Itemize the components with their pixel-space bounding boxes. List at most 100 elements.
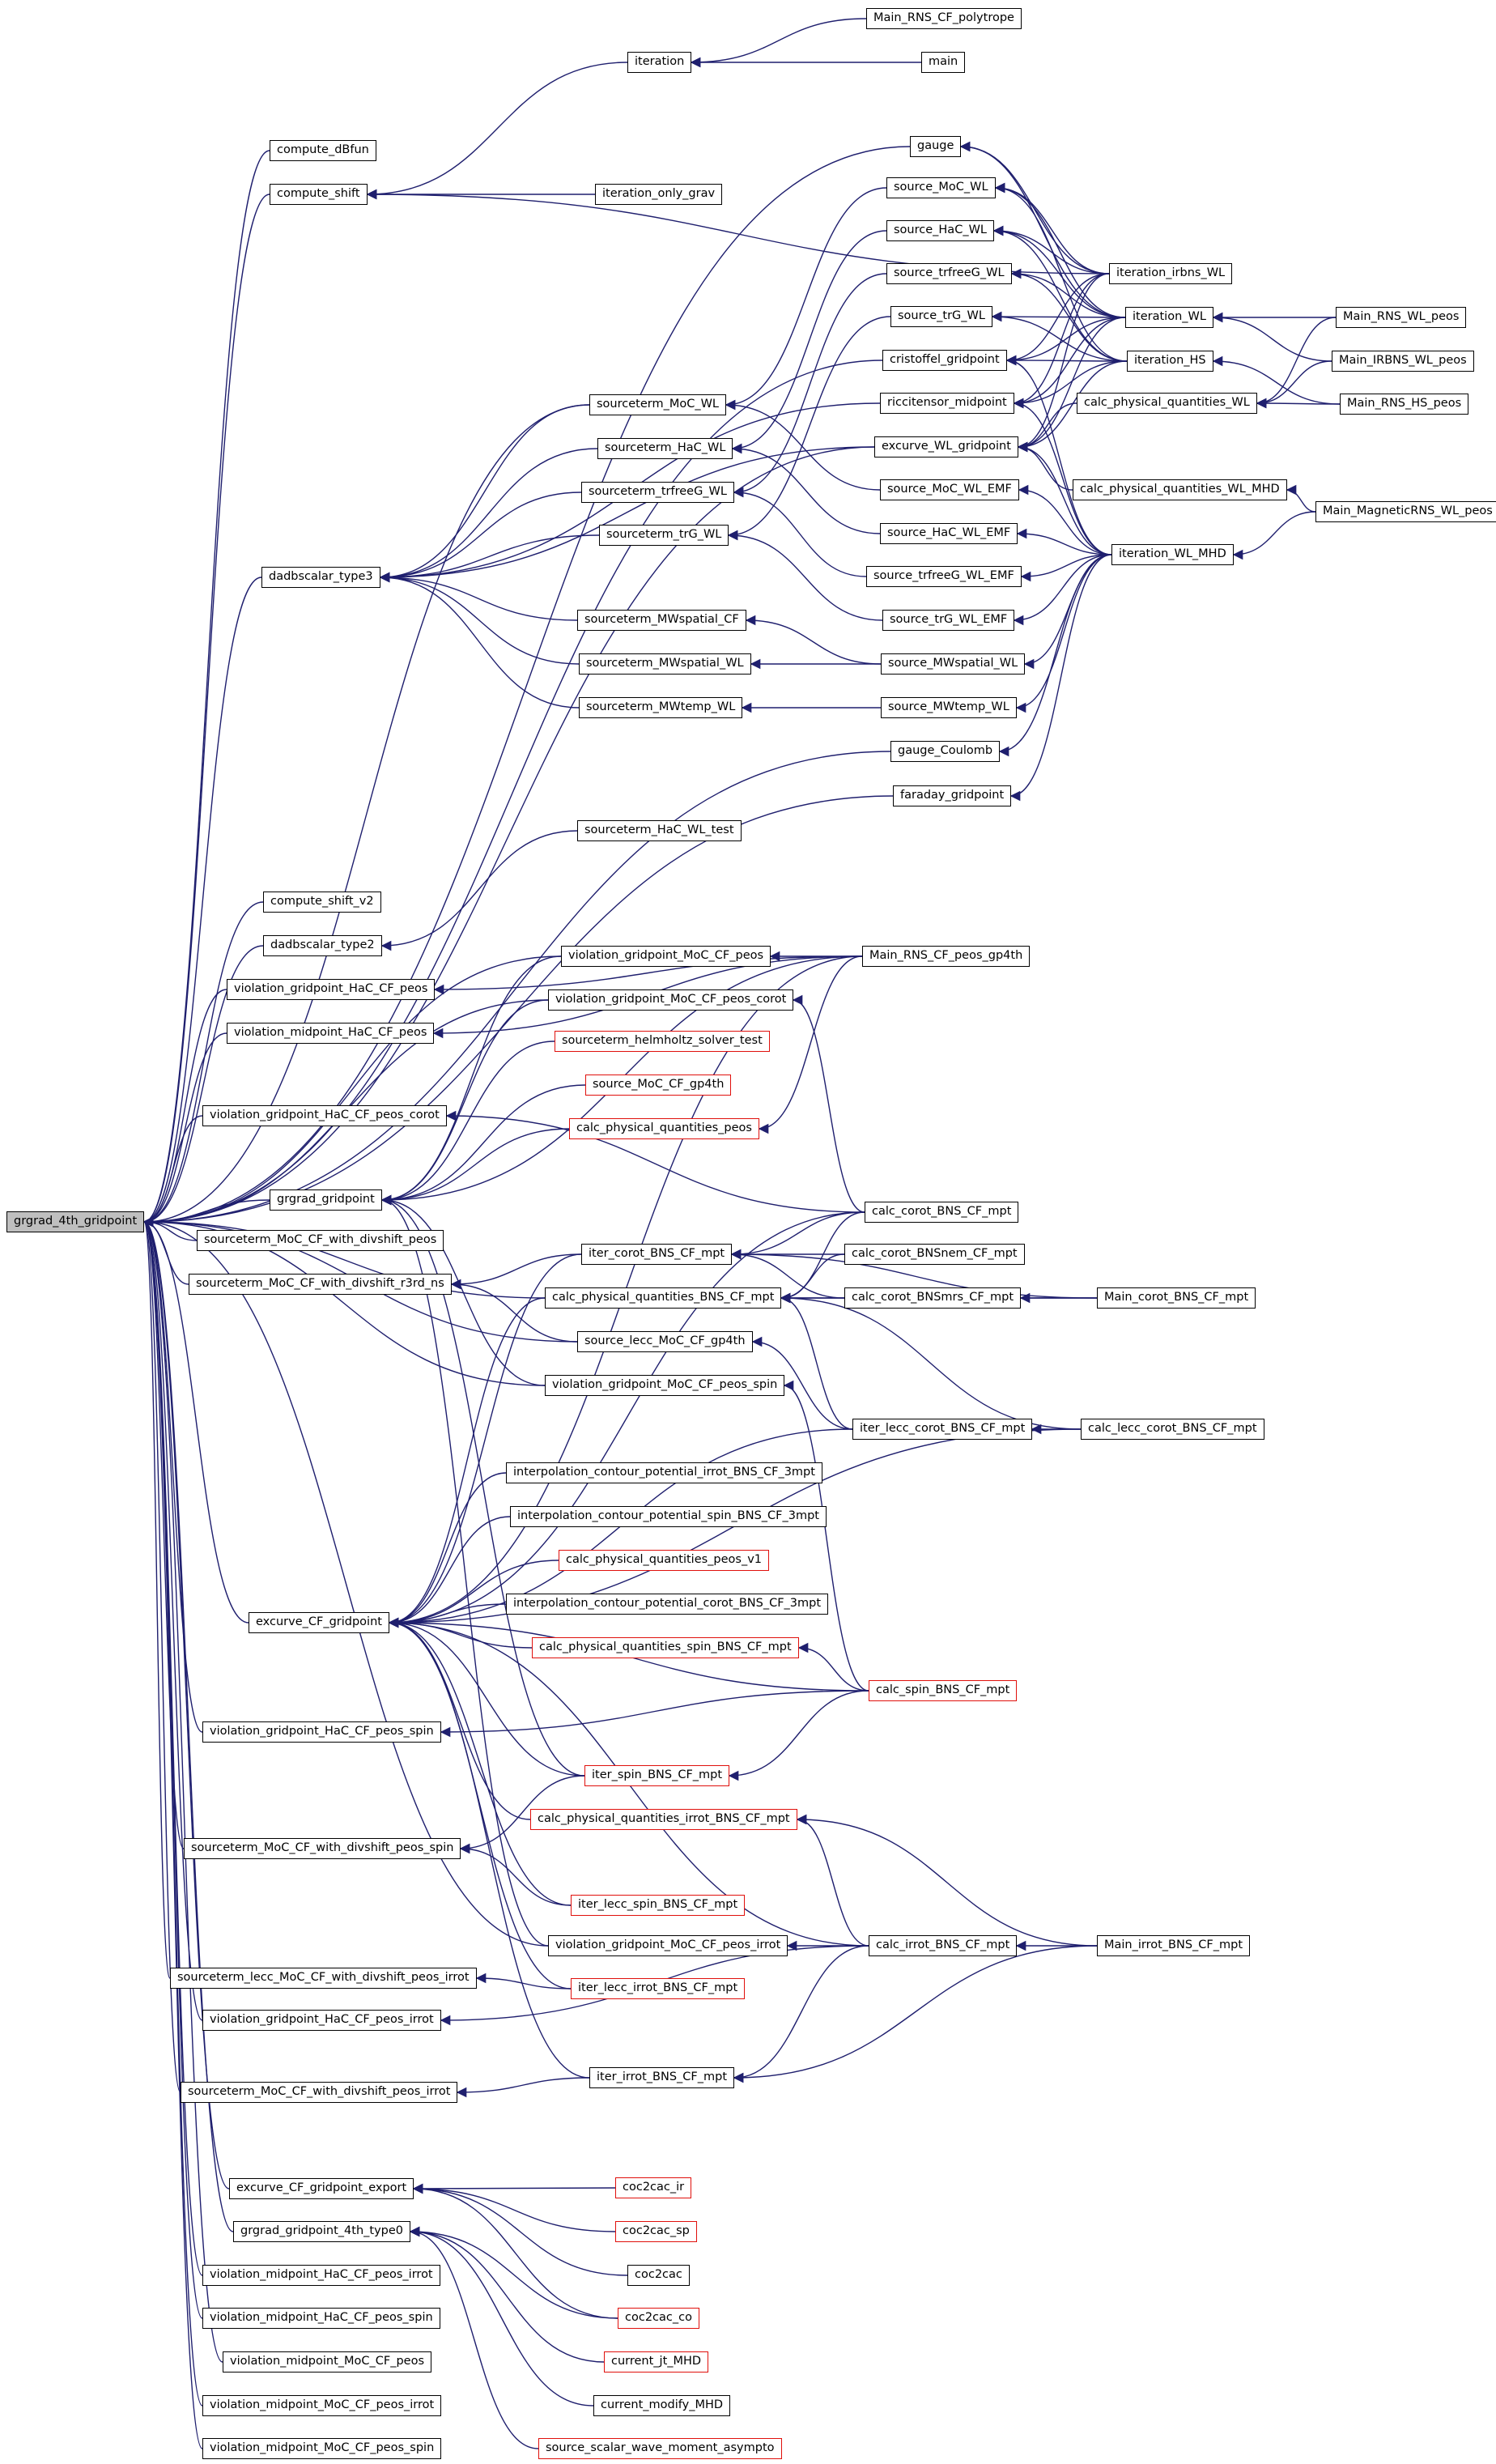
node-iteration-hs[interactable]: iteration_HS bbox=[1127, 351, 1213, 372]
node-interpolation-contour-potential-irrot-bns-cf-3mpt[interactable]: interpolation_contour_potential_irrot_BN… bbox=[506, 1462, 822, 1483]
node-sourceterm-moc-cf-with-divshift-r3rd-ns[interactable]: sourceterm_MoC_CF_with_divshift_r3rd_ns bbox=[189, 1274, 452, 1295]
node-violation-midpoint-hac-cf-peos[interactable]: violation_midpoint_HaC_CF_peos bbox=[227, 1023, 435, 1044]
node-interpolation-contour-potential-spin-bns-cf-3mpt[interactable]: interpolation_contour_potential_spin_BNS… bbox=[510, 1506, 827, 1527]
node-main-rns-cf-polytrope[interactable]: Main_RNS_CF_polytrope bbox=[866, 8, 1022, 29]
node-source-trfreeg-wl[interactable]: source_trfreeG_WL bbox=[886, 263, 1012, 284]
node-source-mwtemp-wl[interactable]: source_MWtemp_WL bbox=[881, 697, 1017, 718]
node-calc-physical-quantities-wl-mhd[interactable]: calc_physical_quantities_WL_MHD bbox=[1073, 479, 1287, 500]
node-iter-corot-bns-cf-mpt[interactable]: iter_corot_BNS_CF_mpt bbox=[581, 1244, 733, 1265]
node-iteration[interactable]: iteration bbox=[627, 52, 692, 73]
node-violation-midpoint-hac-cf-peos-spin[interactable]: violation_midpoint_HaC_CF_peos_spin bbox=[202, 2308, 440, 2329]
node-current-jt-mhd[interactable]: current_jt_MHD bbox=[604, 2351, 709, 2373]
node-sourceterm-mwtemp-wl[interactable]: sourceterm_MWtemp_WL bbox=[579, 697, 743, 718]
node-sourceterm-hac-wl-test[interactable]: sourceterm_HaC_WL_test bbox=[577, 820, 742, 841]
node-calc-irrot-bns-cf-mpt[interactable]: calc_irrot_BNS_CF_mpt bbox=[869, 1935, 1018, 1956]
node-sourceterm-hac-wl[interactable]: sourceterm_HaC_WL bbox=[597, 438, 733, 459]
node-violation-gridpoint-moc-cf-peos-corot[interactable]: violation_gridpoint_MoC_CF_peos_corot bbox=[548, 989, 794, 1011]
node-sourceterm-moc-cf-with-divshift-peos-spin[interactable]: sourceterm_MoC_CF_with_divshift_peos_spi… bbox=[184, 1838, 461, 1859]
node-main-rns-cf-peos-gp4th[interactable]: Main_RNS_CF_peos_gp4th bbox=[862, 946, 1031, 967]
node-grgrad-4th-gridpoint[interactable]: grgrad_4th_gridpoint bbox=[6, 1211, 145, 1232]
node-calc-physical-quantities-irrot-bns-cf-mpt[interactable]: calc_physical_quantities_irrot_BNS_CF_mp… bbox=[530, 1809, 797, 1830]
node-current-modify-mhd[interactable]: current_modify_MHD bbox=[593, 2395, 731, 2416]
node-compute-shift-v2[interactable]: compute_shift_v2 bbox=[263, 892, 381, 913]
node-iteration-irbns-wl[interactable]: iteration_irbns_WL bbox=[1109, 263, 1233, 284]
node-excurve-wl-gridpoint[interactable]: excurve_WL_gridpoint bbox=[874, 436, 1018, 457]
node-violation-gridpoint-hac-cf-peos-irrot[interactable]: violation_gridpoint_HaC_CF_peos_irrot bbox=[202, 2010, 441, 2031]
node-source-scalar-wave-moment-asympto[interactable]: source_scalar_wave_moment_asympto bbox=[538, 2438, 782, 2459]
node-coc2cac[interactable]: coc2cac bbox=[627, 2265, 690, 2286]
node-calc-corot-bnsnem-cf-mpt[interactable]: calc_corot_BNSnem_CF_mpt bbox=[844, 1244, 1025, 1265]
node-calc-physical-quantities-spin-bns-cf-mpt[interactable]: calc_physical_quantities_spin_BNS_CF_mpt bbox=[532, 1637, 799, 1658]
node-main-rns-hs-peos[interactable]: Main_RNS_HS_peos bbox=[1340, 394, 1469, 415]
node-gauge[interactable]: gauge bbox=[910, 136, 962, 157]
node-source-moc-wl[interactable]: source_MoC_WL bbox=[886, 177, 996, 198]
node-coc2cac-co[interactable]: coc2cac_co bbox=[618, 2308, 699, 2329]
node-iter-lecc-irrot-bns-cf-mpt[interactable]: iter_lecc_irrot_BNS_CF_mpt bbox=[571, 1978, 746, 1999]
node-violation-gridpoint-moc-cf-peos-irrot[interactable]: violation_gridpoint_MoC_CF_peos_irrot bbox=[548, 1935, 788, 1956]
node-violation-gridpoint-hac-cf-peos[interactable]: violation_gridpoint_HaC_CF_peos bbox=[227, 979, 436, 1000]
node-sourceterm-moc-cf-with-divshift-peos-irrot[interactable]: sourceterm_MoC_CF_with_divshift_peos_irr… bbox=[181, 2082, 458, 2103]
node-source-hac-wl[interactable]: source_HaC_WL bbox=[886, 220, 994, 241]
node-iteration-only-grav[interactable]: iteration_only_grav bbox=[595, 184, 723, 205]
node-main-irrot-bns-cf-mpt[interactable]: Main_irrot_BNS_CF_mpt bbox=[1097, 1935, 1251, 1956]
node-main-magneticrns-wl-peos[interactable]: Main_MagneticRNS_WL_peos bbox=[1315, 501, 1496, 522]
node-iter-irrot-bns-cf-mpt[interactable]: iter_irrot_BNS_CF_mpt bbox=[589, 2067, 735, 2088]
node-dadbscalar-type2[interactable]: dadbscalar_type2 bbox=[263, 935, 382, 956]
node-violation-gridpoint-moc-cf-peos[interactable]: violation_gridpoint_MoC_CF_peos bbox=[561, 946, 771, 967]
node-iter-lecc-corot-bns-cf-mpt[interactable]: iter_lecc_corot_BNS_CF_mpt bbox=[852, 1419, 1033, 1440]
node-source-hac-wl-emf[interactable]: source_HaC_WL_EMF bbox=[880, 523, 1018, 544]
node-calc-lecc-corot-bns-cf-mpt[interactable]: calc_lecc_corot_BNS_CF_mpt bbox=[1081, 1419, 1264, 1440]
node-calc-physical-quantities-bns-cf-mpt[interactable]: calc_physical_quantities_BNS_CF_mpt bbox=[545, 1287, 782, 1309]
node-calc-physical-quantities-peos-v1[interactable]: calc_physical_quantities_peos_v1 bbox=[559, 1550, 770, 1571]
node-violation-midpoint-moc-cf-peos-irrot[interactable]: violation_midpoint_MoC_CF_peos_irrot bbox=[202, 2395, 442, 2416]
node-coc2cac-sp[interactable]: coc2cac_sp bbox=[615, 2221, 697, 2242]
node-dadbscalar-type3[interactable]: dadbscalar_type3 bbox=[261, 567, 380, 588]
node-source-mwspatial-wl[interactable]: source_MWspatial_WL bbox=[881, 653, 1026, 675]
node-compute-shift[interactable]: compute_shift bbox=[270, 184, 368, 205]
node-iter-spin-bns-cf-mpt[interactable]: iter_spin_BNS_CF_mpt bbox=[584, 1765, 730, 1786]
node-sourceterm-moc-cf-with-divshift-peos[interactable]: sourceterm_MoC_CF_with_divshift_peos bbox=[197, 1230, 444, 1251]
node-violation-gridpoint-hac-cf-peos-corot[interactable]: violation_gridpoint_HaC_CF_peos_corot bbox=[202, 1105, 447, 1126]
node-iteration-wl[interactable]: iteration_WL bbox=[1125, 307, 1213, 328]
node-compute-dbfun[interactable]: compute_dBfun bbox=[270, 140, 376, 161]
node-cristoffel-gridpoint[interactable]: cristoffel_gridpoint bbox=[882, 350, 1007, 371]
node-riccitensor-midpoint[interactable]: riccitensor_midpoint bbox=[880, 393, 1014, 414]
node-grgrad-gridpoint-4th-type0[interactable]: grgrad_gridpoint_4th_type0 bbox=[233, 2221, 411, 2242]
node-source-moc-cf-gp4th[interactable]: source_MoC_CF_gp4th bbox=[585, 1075, 732, 1096]
node-calc-physical-quantities-peos[interactable]: calc_physical_quantities_peos bbox=[569, 1118, 759, 1139]
node-calc-physical-quantities-wl[interactable]: calc_physical_quantities_WL bbox=[1077, 393, 1257, 414]
node-calc-corot-bns-cf-mpt[interactable]: calc_corot_BNS_CF_mpt bbox=[865, 1202, 1019, 1223]
node-sourceterm-mwspatial-wl[interactable]: sourceterm_MWspatial_WL bbox=[579, 653, 751, 675]
node-sourceterm-moc-wl[interactable]: sourceterm_MoC_WL bbox=[589, 394, 727, 415]
node-iteration-wl-mhd[interactable]: iteration_WL_MHD bbox=[1111, 544, 1234, 565]
node-source-moc-wl-emf[interactable]: source_MoC_WL_EMF bbox=[880, 479, 1019, 500]
node-calc-corot-bnsmrs-cf-mpt[interactable]: calc_corot_BNSmrs_CF_mpt bbox=[844, 1287, 1022, 1309]
node-sourceterm-lecc-moc-cf-with-divshift-peos-irrot[interactable]: sourceterm_lecc_MoC_CF_with_divshift_peo… bbox=[170, 1968, 477, 1989]
node-excurve-cf-gridpoint[interactable]: excurve_CF_gridpoint bbox=[249, 1612, 389, 1633]
node-source-trg-wl[interactable]: source_trG_WL bbox=[890, 306, 992, 327]
node-excurve-cf-gridpoint-export[interactable]: excurve_CF_gridpoint_export bbox=[229, 2178, 414, 2199]
node-main[interactable]: main bbox=[921, 52, 966, 73]
node-source-lecc-moc-cf-gp4th[interactable]: source_lecc_MoC_CF_gp4th bbox=[577, 1331, 753, 1352]
node-gauge-coulomb[interactable]: gauge_Coulomb bbox=[890, 741, 1001, 762]
node-interpolation-contour-potential-corot-bns-cf-3mpt[interactable]: interpolation_contour_potential_corot_BN… bbox=[506, 1594, 829, 1615]
node-sourceterm-mwspatial-cf[interactable]: sourceterm_MWspatial_CF bbox=[577, 610, 746, 631]
node-faraday-gridpoint[interactable]: faraday_gridpoint bbox=[893, 785, 1012, 806]
node-calc-spin-bns-cf-mpt[interactable]: calc_spin_BNS_CF_mpt bbox=[869, 1680, 1018, 1701]
node-violation-midpoint-moc-cf-peos-spin[interactable]: violation_midpoint_MoC_CF_peos_spin bbox=[202, 2438, 442, 2459]
node-violation-midpoint-moc-cf-peos[interactable]: violation_midpoint_MoC_CF_peos bbox=[223, 2351, 432, 2373]
node-main-corot-bns-cf-mpt[interactable]: Main_corot_BNS_CF_mpt bbox=[1097, 1287, 1256, 1309]
node-violation-midpoint-hac-cf-peos-irrot[interactable]: violation_midpoint_HaC_CF_peos_irrot bbox=[202, 2265, 440, 2286]
node-source-trfreeg-wl-emf[interactable]: source_trfreeG_WL_EMF bbox=[866, 566, 1022, 587]
node-sourceterm-trg-wl[interactable]: sourceterm_trG_WL bbox=[599, 525, 729, 546]
node-sourceterm-trfreeg-wl[interactable]: sourceterm_trfreeG_WL bbox=[581, 482, 734, 503]
node-main-rns-wl-peos[interactable]: Main_RNS_WL_peos bbox=[1336, 307, 1467, 328]
node-source-trg-wl-emf[interactable]: source_trG_WL_EMF bbox=[882, 610, 1015, 631]
node-sourceterm-helmholtz-solver-test[interactable]: sourceterm_helmholtz_solver_test bbox=[555, 1031, 770, 1052]
node-main-irbns-wl-peos[interactable]: Main_IRBNS_WL_peos bbox=[1332, 351, 1474, 372]
node-violation-gridpoint-moc-cf-peos-spin[interactable]: violation_gridpoint_MoC_CF_peos_spin bbox=[545, 1375, 785, 1396]
node-grgrad-gridpoint[interactable]: grgrad_gridpoint bbox=[270, 1189, 382, 1211]
node-violation-gridpoint-hac-cf-peos-spin[interactable]: violation_gridpoint_HaC_CF_peos_spin bbox=[202, 1721, 441, 1743]
node-iter-lecc-spin-bns-cf-mpt[interactable]: iter_lecc_spin_BNS_CF_mpt bbox=[571, 1895, 746, 1916]
node-coc2cac-ir[interactable]: coc2cac_ir bbox=[615, 2177, 692, 2198]
